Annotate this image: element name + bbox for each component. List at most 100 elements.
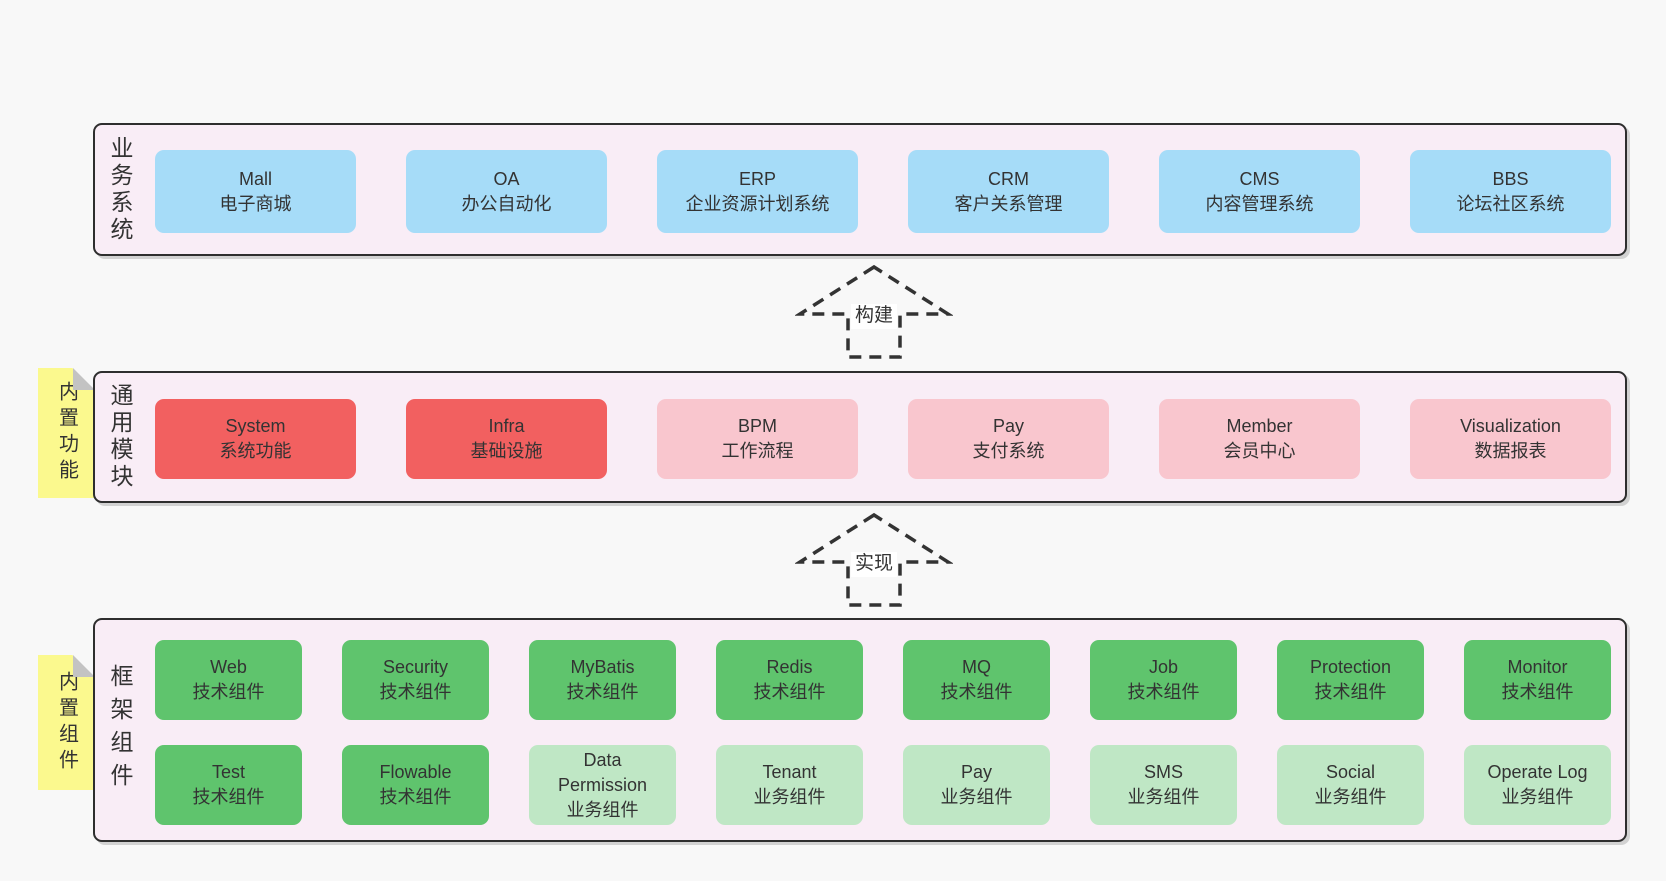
box-title: Social: [1325, 762, 1376, 782]
box-test: Test 技术组件: [155, 745, 302, 825]
box-subtitle: 数据报表: [1474, 441, 1547, 461]
box-operate-log: Operate Log 业务组件: [1464, 745, 1611, 825]
panel-common-modules: 通用模块 System 系统功能 Infra 基础设施 BPM 工作流程 Pay…: [93, 371, 1627, 503]
box-system: System 系统功能: [155, 399, 356, 479]
box-subtitle: 技术组件: [1314, 682, 1387, 702]
box-subtitle: 工作流程: [721, 441, 794, 461]
box-flowable: Flowable 技术组件: [342, 745, 489, 825]
box-job: Job 技术组件: [1090, 640, 1237, 720]
box-subtitle: 业务组件: [1501, 787, 1574, 807]
arrow-label: 构建: [850, 304, 898, 329]
box-web: Web 技术组件: [155, 640, 302, 720]
box-pay: Pay 支付系统: [908, 399, 1109, 479]
box-title: CRM: [988, 168, 1029, 189]
box-title: Test: [211, 762, 245, 782]
box-title: Tenant: [762, 762, 817, 782]
box-title: OA: [493, 168, 520, 189]
box-subtitle: 会员中心: [1223, 441, 1296, 461]
arrow-label: 实现: [850, 552, 898, 577]
panel-side-label: 框架组件: [107, 664, 133, 796]
box-subtitle: 业务组件: [1127, 787, 1200, 807]
box-title: Operate Log: [1487, 762, 1588, 782]
box-subtitle: 技术组件: [192, 682, 265, 702]
box-mall: Mall 电子商城: [155, 150, 356, 233]
box-title: Visualization: [1460, 416, 1561, 436]
box-subtitle: 论坛社区系统: [1456, 193, 1565, 214]
modules-box-row: System 系统功能 Infra 基础设施 BPM 工作流程 Pay 支付系统…: [155, 399, 1611, 479]
box-subtitle: 业务组件: [753, 787, 826, 807]
arrow-implement: 实现: [795, 510, 953, 610]
box-protection: Protection 技术组件: [1277, 640, 1424, 720]
box-title: Protection: [1309, 657, 1392, 677]
box-subtitle: 技术组件: [1501, 682, 1574, 702]
box-bbs: BBS 论坛社区系统: [1410, 150, 1611, 233]
box-title: Flowable: [379, 762, 452, 782]
box-redis: Redis 技术组件: [716, 640, 863, 720]
box-member: Member 会员中心: [1159, 399, 1360, 479]
sticky-note-label: 内置组件: [55, 670, 78, 775]
box-cms: CMS 内容管理系统: [1159, 150, 1360, 233]
box-title: ERP: [738, 168, 776, 189]
box-subtitle: 基础设施: [470, 441, 543, 461]
box-title: Pay: [992, 416, 1025, 436]
box-title: MyBatis: [570, 657, 635, 677]
business-box-row: Mall 电子商城 OA 办公自动化 ERP 企业资源计划系统 CRM 客户关系…: [155, 150, 1611, 233]
arrow-build: 构建: [795, 262, 953, 362]
box-crm: CRM 客户关系管理: [908, 150, 1109, 233]
box-data-permission: Data Permission 业务组件: [529, 745, 676, 825]
box-title: System: [225, 416, 286, 436]
box-title: Data Permission: [557, 749, 648, 795]
box-title: Job: [1148, 657, 1179, 677]
box-pay-business: Pay 业务组件: [903, 745, 1050, 825]
box-subtitle: 技术组件: [753, 682, 826, 702]
box-subtitle: 支付系统: [972, 441, 1045, 461]
panel-side-label: 业务系统: [107, 135, 133, 244]
box-title: Monitor: [1507, 657, 1568, 677]
box-title: Security: [382, 657, 449, 677]
box-mybatis: MyBatis 技术组件: [529, 640, 676, 720]
box-monitor: Monitor 技术组件: [1464, 640, 1611, 720]
box-title: Member: [1226, 416, 1293, 436]
box-title: Mall: [238, 168, 272, 189]
panel-business-systems: 业务系统 Mall 电子商城 OA 办公自动化 ERP 企业资源计划系统 CRM…: [93, 123, 1627, 256]
box-subtitle: 客户关系管理: [954, 193, 1063, 214]
box-mq: MQ 技术组件: [903, 640, 1050, 720]
box-title: Pay: [960, 762, 993, 782]
box-subtitle: 办公自动化: [461, 193, 552, 214]
box-subtitle: 技术组件: [192, 787, 265, 807]
box-subtitle: 电子商城: [219, 193, 292, 214]
box-visualization: Visualization 数据报表: [1410, 399, 1611, 479]
box-title: BPM: [737, 416, 777, 436]
box-title: SMS: [1143, 762, 1183, 782]
sticky-note-builtin-components: 内置组件: [38, 655, 95, 790]
box-subtitle: 业务组件: [940, 787, 1013, 807]
box-subtitle: 企业资源计划系统: [685, 193, 830, 214]
box-sms: SMS 业务组件: [1090, 745, 1237, 825]
box-infra: Infra 基础设施: [406, 399, 607, 479]
box-oa: OA 办公自动化: [406, 150, 607, 233]
box-title: CMS: [1239, 168, 1280, 189]
box-subtitle: 系统功能: [219, 441, 292, 461]
box-title: MQ: [962, 657, 991, 677]
sticky-note-label: 内置功能: [55, 381, 78, 485]
components-box-row-1: Web 技术组件 Security 技术组件 MyBatis 技术组件 Redi…: [155, 640, 1611, 720]
box-subtitle: 业务组件: [566, 799, 639, 820]
dashed-up-arrow-icon: [795, 264, 953, 359]
box-tenant: Tenant 业务组件: [716, 745, 863, 825]
panel-framework-components: 框架组件 Web 技术组件 Security 技术组件 MyBatis 技术组件…: [93, 618, 1627, 842]
box-bpm: BPM 工作流程: [657, 399, 858, 479]
box-title: Web: [210, 657, 247, 677]
panel-side-label: 通用模块: [107, 383, 133, 491]
box-subtitle: 技术组件: [940, 682, 1013, 702]
box-subtitle: 技术组件: [379, 682, 452, 702]
box-subtitle: 内容管理系统: [1205, 193, 1314, 214]
box-title: Infra: [488, 416, 525, 436]
box-subtitle: 技术组件: [566, 682, 639, 702]
components-box-row-2: Test 技术组件 Flowable 技术组件 Data Permission …: [155, 745, 1611, 825]
box-social: Social 业务组件: [1277, 745, 1424, 825]
sticky-note-builtin-features: 内置功能: [38, 368, 95, 498]
box-subtitle: 技术组件: [1127, 682, 1200, 702]
box-title: Redis: [766, 657, 813, 677]
box-subtitle: 业务组件: [1314, 787, 1387, 807]
